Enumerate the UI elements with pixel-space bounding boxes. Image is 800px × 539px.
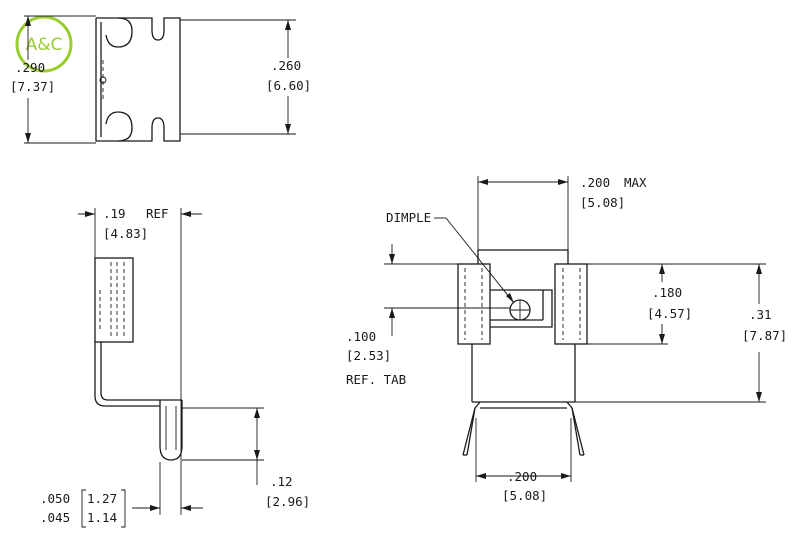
pin-mm: [5.08] xyxy=(502,488,547,503)
tab-mm: [2.53] xyxy=(346,348,391,363)
side-thick-max-mm: 1.27 xyxy=(87,491,117,506)
logo: A&C xyxy=(15,15,73,73)
clip-in: .180 xyxy=(652,285,682,300)
side-ref-label: REF xyxy=(146,206,169,221)
side-ref-mm: [4.83] xyxy=(103,226,148,241)
side-lead-in: .12 xyxy=(270,474,293,489)
top-inner-mm: [6.60] xyxy=(266,78,311,93)
top-height-mm: [7.37] xyxy=(10,79,55,94)
front-width-mm: [5.08] xyxy=(580,195,625,210)
clip-mm: [4.57] xyxy=(647,306,692,321)
side-view: .19 REF [4.83] .12 [2.96] .050 .045 xyxy=(40,206,310,528)
top-inner-in: .260 xyxy=(271,58,301,73)
total-mm: [7.87] xyxy=(742,328,787,343)
dimple-label: DIMPLE xyxy=(386,210,431,225)
top-height-in: .290 xyxy=(15,60,45,75)
front-view: .200 MAX [5.08] DIMPLE xyxy=(346,175,787,503)
side-lead-mm: [2.96] xyxy=(265,494,310,509)
side-thick-min-in: .045 xyxy=(40,510,70,525)
total-in: .31 xyxy=(749,307,772,322)
side-thick-max-in: .050 xyxy=(40,491,70,506)
top-view: .290 [7.37] .260 [6.60] xyxy=(10,15,311,144)
pin-in: .200 xyxy=(507,469,537,484)
tab-label: REF. TAB xyxy=(346,372,406,387)
side-ref-in: .19 xyxy=(103,206,126,221)
logo-text: A&C xyxy=(26,35,63,55)
front-width-in: .200 xyxy=(580,175,610,190)
front-width-suffix: MAX xyxy=(624,175,647,190)
tab-in: .100 xyxy=(346,329,376,344)
side-thick-min-mm: 1.14 xyxy=(87,510,117,525)
